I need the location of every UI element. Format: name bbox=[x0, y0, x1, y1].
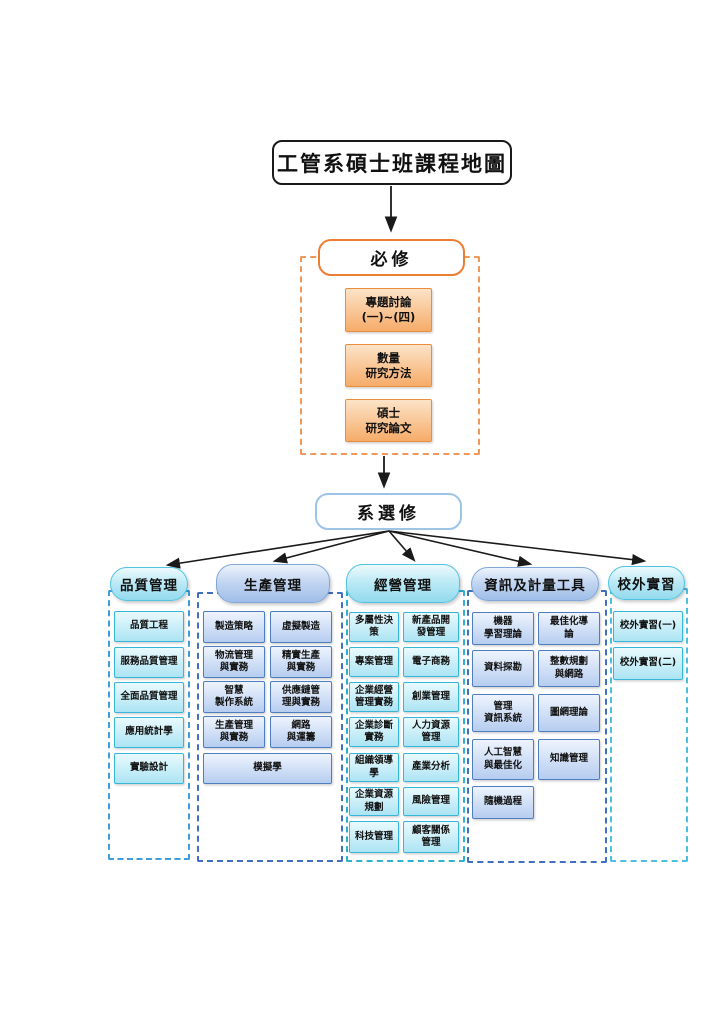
required-course-box: 數量 研究方法 bbox=[345, 344, 432, 387]
course-box: 組織領導 學 bbox=[349, 753, 399, 782]
connector-elective-to-internship bbox=[388, 530, 647, 566]
connector-elective-to-tools bbox=[388, 530, 533, 567]
course-box: 製造策略 bbox=[203, 611, 265, 643]
course-box: 資料探勘 bbox=[472, 650, 534, 687]
course-box: 創業管理 bbox=[403, 682, 459, 712]
course-box: 管理 資訊系統 bbox=[472, 694, 534, 732]
course-box: 企業診斷 實務 bbox=[349, 717, 399, 747]
course-box: 生產管理 與實務 bbox=[203, 716, 265, 748]
course-box: 科技管理 bbox=[349, 821, 399, 853]
course-box: 機器 學習理論 bbox=[472, 612, 534, 645]
course-box: 圖網理論 bbox=[538, 694, 600, 732]
course-box: 模擬學 bbox=[203, 753, 332, 784]
course-box: 校外實習(二) bbox=[613, 647, 683, 680]
course-box: 人力資源 管理 bbox=[403, 717, 459, 747]
course-box: 新產品開 發管理 bbox=[403, 612, 459, 642]
course-box: 顧客關係 管理 bbox=[403, 821, 459, 853]
required-header: 必修 bbox=[318, 239, 465, 276]
course-box: 服務品質管理 bbox=[114, 647, 184, 678]
category-pill-business: 經營管理 bbox=[346, 564, 460, 603]
course-box: 產業分析 bbox=[403, 753, 459, 782]
course-box: 企業資源 規劃 bbox=[349, 787, 399, 816]
course-box: 電子商務 bbox=[403, 647, 459, 677]
diagram-title: 工管系碩士班課程地圖 bbox=[272, 140, 512, 185]
course-box: 最佳化導 論 bbox=[538, 612, 600, 645]
course-box: 風險管理 bbox=[403, 787, 459, 816]
course-box: 整數規劃 與網路 bbox=[538, 650, 600, 687]
course-box: 全面品質管理 bbox=[114, 682, 184, 713]
category-pill-internship: 校外實習 bbox=[608, 566, 685, 600]
connector-elective-to-quality bbox=[165, 530, 390, 569]
course-box: 企業經營 管理實務 bbox=[349, 682, 399, 712]
course-box: 精實生產 與實務 bbox=[270, 646, 332, 678]
course-box: 人工智慧 與最佳化 bbox=[472, 739, 534, 780]
course-box: 實驗設計 bbox=[114, 753, 184, 784]
category-pill-production: 生產管理 bbox=[216, 564, 330, 603]
connector-elective-to-business bbox=[388, 530, 416, 562]
course-box: 多屬性決 策 bbox=[349, 612, 399, 642]
connector-elective-to-production bbox=[272, 530, 390, 564]
course-box: 專案管理 bbox=[349, 647, 399, 677]
required-course-box: 碩士 研究論文 bbox=[345, 399, 432, 442]
course-box: 物流管理 與實務 bbox=[203, 646, 265, 678]
course-box: 智慧 製作系統 bbox=[203, 681, 265, 713]
category-pill-quality: 品質管理 bbox=[110, 567, 188, 601]
course-box: 虛擬製造 bbox=[270, 611, 332, 643]
course-box: 供應鏈管 理與實務 bbox=[270, 681, 332, 713]
required-course-box: 專題討論 (一)~(四) bbox=[345, 288, 432, 332]
course-box: 應用統計學 bbox=[114, 717, 184, 748]
course-box: 網路 與運籌 bbox=[270, 716, 332, 748]
elective-header: 系選修 bbox=[315, 493, 462, 530]
course-box: 知識管理 bbox=[538, 739, 600, 780]
course-box: 品質工程 bbox=[114, 611, 184, 642]
course-box: 隨機過程 bbox=[472, 786, 534, 819]
course-box: 校外實習(一) bbox=[613, 611, 683, 642]
category-pill-tools: 資訊及計量工具 bbox=[471, 567, 599, 601]
